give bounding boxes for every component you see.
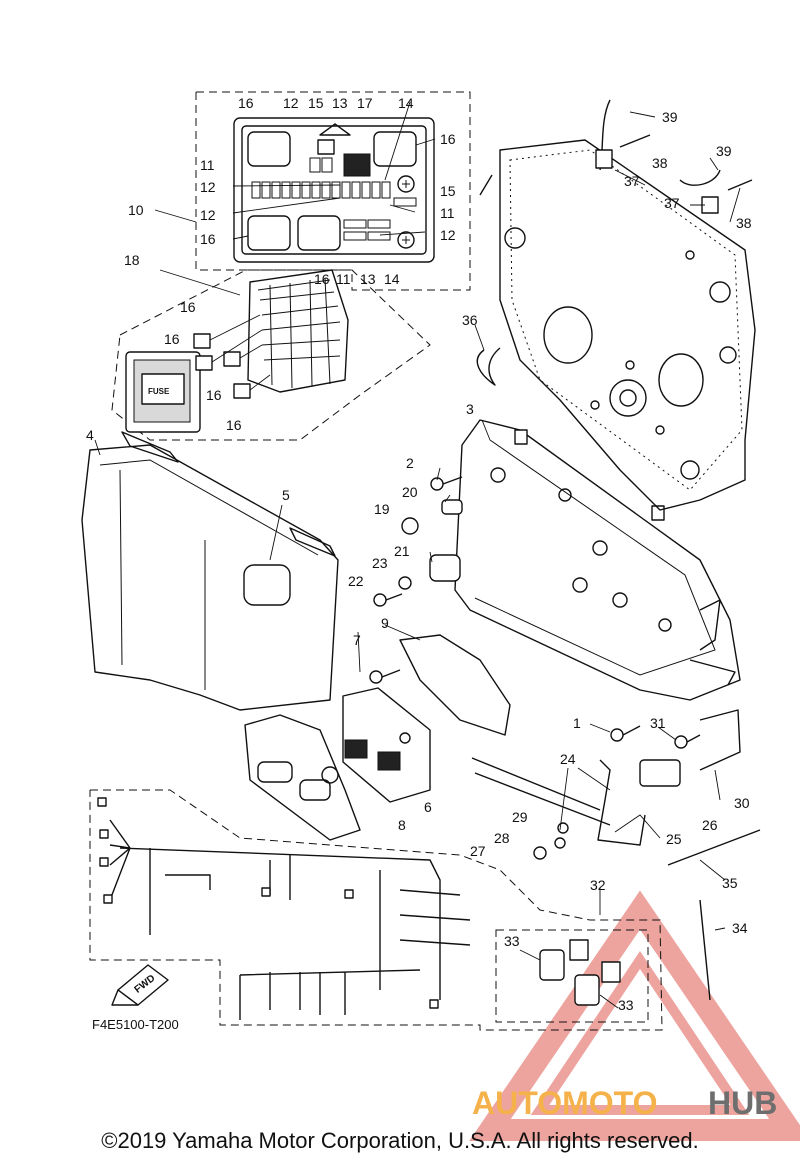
- callout-16: 16: [200, 231, 216, 247]
- callout-16: 16: [238, 95, 254, 111]
- callout-11: 11: [440, 205, 455, 221]
- callout-4: 4: [86, 427, 94, 443]
- callout-16: 16: [164, 331, 180, 347]
- wire-harness: [89, 789, 663, 1031]
- callout-15: 15: [308, 95, 324, 111]
- callout-27: 27: [470, 843, 486, 859]
- callout-11: 11: [336, 271, 351, 287]
- callout-16: 16: [440, 131, 456, 147]
- callout-12: 12: [440, 227, 456, 243]
- callout-5: 5: [282, 487, 290, 503]
- fuse-box-exploded: FUSE: [111, 269, 431, 441]
- callout-35: 35: [722, 875, 738, 891]
- callout-16: 16: [206, 387, 222, 403]
- callout-37: 37: [664, 195, 680, 211]
- callout-10: 10: [128, 202, 144, 218]
- callout-33: 33: [504, 933, 520, 949]
- callout-14: 14: [398, 95, 414, 111]
- callout-21: 21: [394, 543, 410, 559]
- callout-7: 7: [353, 632, 361, 648]
- callout-17: 17: [357, 95, 373, 111]
- callout-8: 8: [398, 817, 406, 833]
- watermark-logo: [469, 890, 800, 1141]
- callout-30: 30: [734, 795, 750, 811]
- callout-39: 39: [662, 109, 678, 125]
- mounting-plate: [454, 419, 741, 701]
- callout-16: 16: [180, 299, 196, 315]
- callout-14: 14: [384, 271, 400, 287]
- callout-3: 3: [466, 401, 474, 417]
- rear-plate: [499, 139, 756, 511]
- callout-11: 11: [200, 157, 215, 173]
- callout-32: 32: [590, 877, 606, 893]
- callout-13: 13: [332, 95, 348, 111]
- callout-39: 39: [716, 143, 732, 159]
- fwd-arrow-icon: FWD: [111, 964, 169, 1006]
- electrical-cover: [81, 431, 339, 711]
- callout-26: 26: [702, 817, 718, 833]
- callout-2: 2: [406, 455, 414, 471]
- callout-12: 12: [200, 207, 216, 223]
- relay-set: [495, 929, 649, 1023]
- callout-20: 20: [402, 484, 418, 500]
- fuse-box-detail: [195, 91, 471, 291]
- callout-28: 28: [494, 830, 510, 846]
- callout-37: 37: [624, 173, 640, 189]
- callout-1: 1: [573, 715, 581, 731]
- copyright-notice: ©2019 Yamaha Motor Corporation, U.S.A. A…: [101, 1128, 699, 1153]
- callout-33: 33: [618, 997, 634, 1013]
- callout-16: 16: [226, 417, 242, 433]
- callout-6: 6: [424, 799, 432, 815]
- callout-13: 13: [360, 271, 376, 287]
- callout-18: 18: [124, 252, 140, 268]
- callout-38: 38: [736, 215, 752, 231]
- ecm-and-bracket: [244, 634, 511, 841]
- callout-15: 15: [440, 183, 456, 199]
- callout-19: 19: [374, 501, 390, 517]
- callout-36: 36: [462, 312, 478, 328]
- small-fasteners: [369, 99, 761, 1001]
- callout-24: 24: [560, 751, 576, 767]
- callout-25: 25: [666, 831, 682, 847]
- callout-22: 22: [348, 573, 364, 589]
- callout-12: 12: [283, 95, 299, 111]
- watermark-brand-b: HUB: [708, 1085, 777, 1121]
- callout-9: 9: [381, 615, 389, 631]
- callout-12: 12: [200, 179, 216, 195]
- callout-38: 38: [652, 155, 668, 171]
- drawing-code: F4E5100-T200: [92, 1017, 179, 1032]
- watermark-brand-a: AUTOMOTO: [472, 1085, 657, 1121]
- callout-31: 31: [650, 715, 666, 731]
- callout-34: 34: [732, 920, 748, 936]
- leader-lines: [94, 101, 741, 1009]
- callout-labels: 16 12 15 13 17 14 16 11 12 15 10 12 11 1…: [86, 95, 752, 1013]
- fuse-label-text: FUSE: [148, 387, 170, 396]
- callout-16: 16: [314, 271, 330, 287]
- callout-23: 23: [372, 555, 388, 571]
- callout-29: 29: [512, 809, 528, 825]
